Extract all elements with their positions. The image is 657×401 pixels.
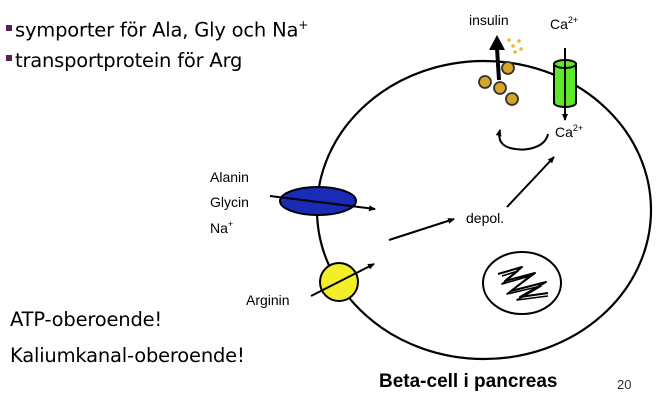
na-charge: + — [227, 219, 234, 229]
insulin-granules — [478, 61, 519, 106]
label-alanin: Alanin — [210, 169, 249, 185]
note-kchannel-independent: Kaliumkanal-oberoende! — [10, 344, 245, 367]
arrow-to-depol — [388, 217, 455, 241]
released-insulin-dots — [507, 38, 523, 54]
insulin-secretion-arrow — [489, 35, 505, 81]
bullet-sup: + — [298, 18, 309, 32]
calcium-channel — [553, 48, 577, 121]
ca-charge: 2+ — [567, 15, 579, 25]
label-depol: depol. — [466, 210, 505, 226]
arginine-transporter — [310, 262, 375, 302]
symporter-protein — [269, 186, 376, 216]
figure-caption: Beta-cell i pancreas — [379, 371, 558, 392]
calcium-inside-label: Ca2+ — [555, 123, 583, 140]
ca-charge: 2+ — [572, 123, 584, 133]
calcium-outside-label: Ca2+ — [550, 15, 578, 32]
label-na: Na+ — [210, 219, 233, 236]
arrow-depol-to-ca — [506, 156, 555, 208]
page-number: 20 — [617, 377, 632, 392]
bullet-text: symporter för Ala, Gly och Na — [15, 18, 299, 42]
arrow-ca-to-granules — [495, 129, 549, 151]
label-arginin: Arginin — [246, 292, 290, 308]
bullet-list: symporter för Ala, Gly och Na+ transport… — [6, 10, 308, 76]
na-base: Na — [210, 220, 228, 236]
bullet-item-transport: transportprotein för Arg — [6, 46, 308, 76]
note-atp-independent: ATP-oberoende! — [10, 308, 163, 331]
mitochondrion-icon — [482, 251, 562, 315]
ca-base: Ca — [550, 16, 568, 32]
bullet-square-icon — [6, 25, 12, 31]
ca-base: Ca — [555, 124, 573, 140]
bullet-item-symporter: symporter för Ala, Gly och Na+ — [6, 10, 308, 46]
label-glycin: Glycin — [210, 194, 249, 210]
insulin-label: insulin — [469, 12, 509, 28]
bullet-text: transportprotein för Arg — [15, 48, 243, 72]
bullet-square-icon — [6, 55, 12, 61]
